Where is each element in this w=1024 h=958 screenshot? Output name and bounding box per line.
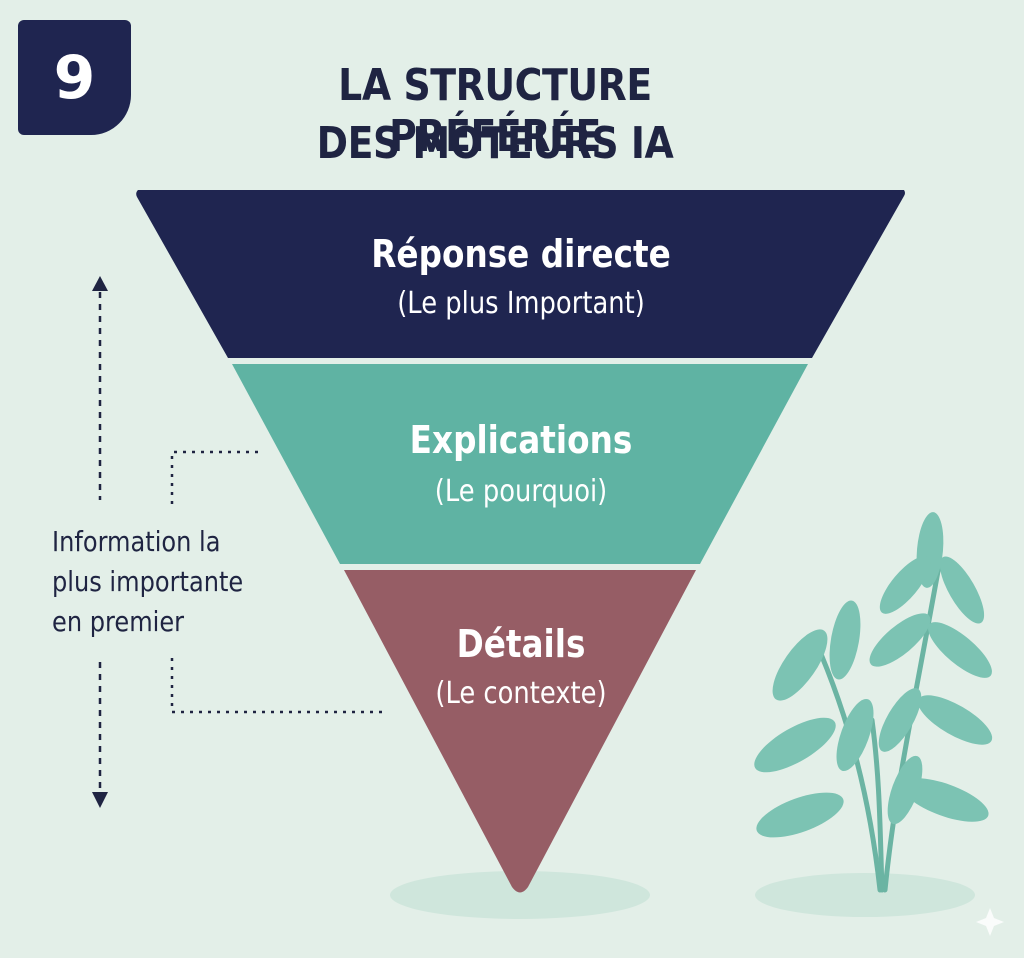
- level-2-subtitle: (Le pourquoi): [434, 474, 608, 509]
- step-number: 9: [53, 42, 96, 113]
- arrow-down-icon: [92, 792, 108, 808]
- level-3-title: Détails: [456, 622, 586, 666]
- plant-shadow: [755, 873, 975, 917]
- page-title-line-2: DES MOTEURS IA: [316, 118, 674, 169]
- pyramid-shadow: [390, 871, 650, 919]
- side-annotation: Information la plus importante en premie…: [52, 522, 250, 642]
- level-2-title: Explications: [409, 418, 633, 462]
- pyramid-level-3-shape: [344, 570, 696, 893]
- level-1-subtitle: (Le plus Important): [397, 286, 645, 321]
- side-annotation-line-3: en premier: [52, 605, 185, 638]
- sparkle-icon: [976, 908, 1004, 936]
- plant-illustration: [754, 512, 993, 893]
- side-annotation-line-1: Information la: [52, 525, 221, 558]
- level-3-subtitle: (Le contexte): [435, 676, 607, 711]
- step-number-badge: 9: [18, 20, 131, 135]
- page-title-line-1: LA STRUCTURE PRÉFÉRÉE: [338, 60, 652, 162]
- pyramid-level-2-shape: [232, 364, 808, 564]
- pyramid-level-1-shape: [136, 190, 905, 358]
- dotted-bracket-connectors: [170, 450, 382, 714]
- vertical-double-arrow: [92, 276, 108, 808]
- level-1-title: Réponse directe: [371, 232, 671, 276]
- arrow-up-icon: [92, 276, 108, 291]
- side-annotation-line-2: plus importante: [52, 565, 244, 598]
